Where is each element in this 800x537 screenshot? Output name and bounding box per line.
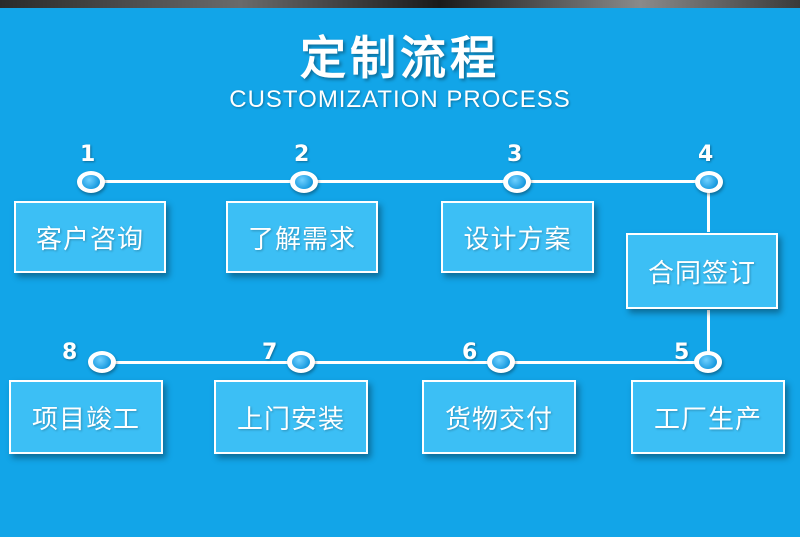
connector-bottom-row	[102, 361, 708, 364]
step-number-8: 8	[62, 340, 78, 365]
connector-right-lower	[707, 310, 710, 355]
connector-right-upper	[707, 190, 710, 232]
step-node-7	[287, 351, 315, 373]
step-box-8: 项目竣工	[9, 380, 163, 454]
step-number-1: 1	[80, 142, 96, 167]
step-box-2: 了解需求	[226, 201, 378, 273]
step-box-5: 工厂生产	[631, 380, 785, 454]
step-node-2	[290, 171, 318, 193]
page-subtitle: CUSTOMIZATION PROCESS	[229, 86, 571, 113]
step-number-2: 2	[294, 142, 310, 167]
step-number-6: 6	[462, 340, 478, 365]
step-box-6: 货物交付	[422, 380, 576, 454]
step-node-1	[77, 171, 105, 193]
page-title: 定制流程	[300, 31, 500, 85]
step-number-7: 7	[262, 340, 278, 365]
top-photo-strip	[0, 0, 800, 8]
step-node-3	[503, 171, 531, 193]
step-number-5: 5	[674, 340, 690, 365]
step-node-8	[88, 351, 116, 373]
step-box-3: 设计方案	[441, 201, 594, 273]
step-box-4: 合同签订	[626, 233, 778, 309]
step-node-6	[487, 351, 515, 373]
step-box-7: 上门安装	[214, 380, 368, 454]
step-node-4	[695, 171, 723, 193]
step-box-1: 客户咨询	[14, 201, 166, 273]
step-number-4: 4	[698, 142, 714, 167]
connector-top-row	[92, 180, 708, 183]
step-node-5	[694, 351, 722, 373]
step-number-3: 3	[507, 142, 523, 167]
